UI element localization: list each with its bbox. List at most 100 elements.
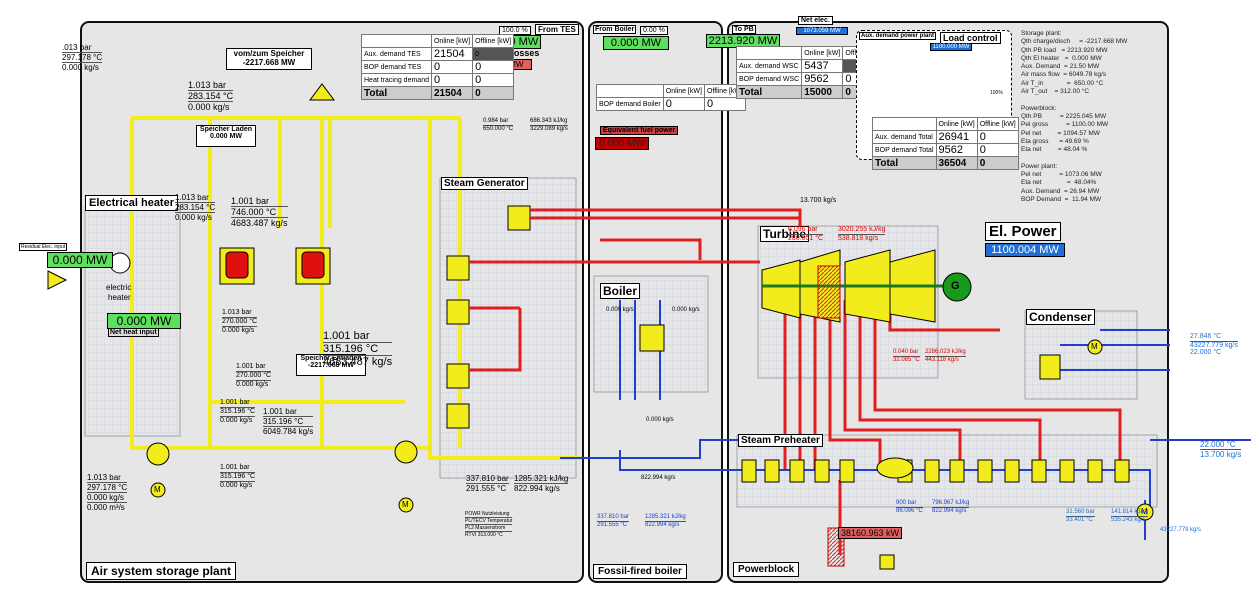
water-lines bbox=[560, 300, 1251, 540]
state-line: 4683.487 kg/s bbox=[231, 218, 288, 228]
summary-storage-line: Qth charge/disch = -2217.668 MW bbox=[1021, 38, 1128, 46]
state-label-pb-flow: 13.700 kg/s bbox=[800, 197, 836, 205]
electrical-heater-title: Electrical heater bbox=[85, 195, 178, 211]
summary-plant-title: Power plant: bbox=[1021, 162, 1058, 170]
summary-spacer bbox=[1021, 96, 1161, 104]
state-line: 0.000 kg/s bbox=[646, 417, 674, 423]
from-boiler-label: From Boiler bbox=[593, 25, 637, 34]
summary-spacer bbox=[1021, 154, 1161, 162]
state-line: 283.154 °C bbox=[175, 203, 216, 213]
state-line: 1.001 bar bbox=[220, 399, 256, 408]
equivalent-fuel-value: 0.000 MW bbox=[595, 137, 649, 150]
boiler-panel-title: Fossil-fired boiler bbox=[593, 564, 687, 579]
feed-heat-value: 38160.963 kW bbox=[838, 527, 902, 539]
summary-powerblock-line: Pel gross = 1100.00 MW bbox=[1021, 121, 1109, 129]
state-line: 43227.779 kg/s bbox=[1190, 342, 1238, 349]
aux-wsc-r0-label: Aux. demand WSC bbox=[735, 59, 803, 73]
feed-heater-box bbox=[879, 554, 895, 570]
state-line: 0.000 kg/s bbox=[220, 417, 253, 424]
aux-wsc-r0-on: 5437 bbox=[801, 59, 844, 73]
state-line: 337.810 bar bbox=[597, 514, 630, 522]
summary-text: Storage plant:Qth charge/disch = -2217.6… bbox=[1021, 30, 1161, 204]
state-line: 291.555 °C bbox=[597, 522, 628, 528]
state-line: 0.000 kg/s bbox=[672, 307, 700, 313]
summary-storage-line: Air mass flow = 6049.78 kg/s bbox=[1021, 71, 1107, 79]
storage-tank-1 bbox=[219, 247, 255, 285]
boiler-drum bbox=[639, 324, 665, 352]
summary-powerblock-line: Pel net = 1094.57 MW bbox=[1021, 129, 1100, 137]
state-line: 1.001 bar bbox=[231, 196, 288, 207]
from-tes-pct: 100.0 % bbox=[499, 26, 531, 35]
state-line: 86.096 °C bbox=[896, 508, 923, 514]
turbine-title: Turbine bbox=[760, 226, 810, 242]
state-label-bl-flow3: 0.000 kg/s bbox=[646, 417, 674, 424]
load-control-value: 1100.000 MW bbox=[930, 43, 972, 51]
steam-generator-exchangers bbox=[446, 205, 531, 429]
motor-letter-2: M bbox=[402, 500, 409, 509]
state-line: 0.000 kg/s bbox=[62, 63, 99, 72]
state-line: 6.096 bar bbox=[788, 226, 824, 235]
blower-1 bbox=[146, 442, 170, 466]
summary-storage-line: Qth PB load = 2213.920 MW bbox=[1021, 46, 1108, 54]
state-label-bl-fw: 822.994 kg/s bbox=[641, 475, 675, 482]
state-line: POWR Nutzleistung bbox=[465, 511, 513, 518]
aux-pp-r1-on: 9562 bbox=[935, 143, 978, 157]
aux-pp-r1-off: 0 bbox=[976, 143, 1019, 157]
state-line: RTVI 313.000 °C bbox=[465, 532, 503, 538]
state-line: 270.000 °C bbox=[236, 372, 272, 381]
state-line: 1.001 bar bbox=[263, 407, 314, 417]
state-line: 1.013 bar bbox=[188, 80, 234, 91]
aux-pp-total-on: 36504 bbox=[935, 156, 978, 170]
speicher-entladen-value: -2217.668 MW bbox=[308, 362, 354, 369]
from-tes-label: From TES bbox=[535, 24, 579, 35]
generator-letter: G bbox=[951, 280, 960, 292]
aux-tes-r1-off: 0 bbox=[472, 60, 515, 74]
motor-1 bbox=[150, 482, 166, 498]
aux-pp-r1-label: BOP demand Total bbox=[872, 143, 937, 157]
motor-letter-1: M bbox=[154, 485, 161, 494]
aux-boiler-r0-off: 0 bbox=[703, 97, 746, 111]
summary-plant-line: BOP Demand = 11.94 MW bbox=[1021, 195, 1102, 203]
state-line: 1285.321 kJ/kg bbox=[645, 514, 686, 522]
aux-pp-table: Online [kW]Offline [kW] Aux. demand Tota… bbox=[872, 117, 1019, 170]
condenser-symbol bbox=[1039, 354, 1061, 380]
aux-tes-r0-label: Aux. demand TES bbox=[361, 47, 432, 61]
state-line: 822.994 kg/s bbox=[514, 484, 560, 493]
residual-elec-triangle bbox=[47, 270, 68, 290]
aux-tes-r2-off: 0 bbox=[472, 73, 515, 87]
state-line: 1.001 bar bbox=[236, 363, 272, 372]
vom-zum-speicher-label: vom/zum Speicher bbox=[233, 49, 305, 58]
motor-2 bbox=[398, 497, 414, 513]
state-line: 2286.023 kJ/kg bbox=[925, 349, 966, 357]
summary-storage-line: Air T_out = 312.00 °C bbox=[1021, 88, 1090, 96]
state-line: 900 bar bbox=[896, 500, 923, 508]
storage-panel-title: Air system storage plant bbox=[86, 562, 237, 580]
aux-wsc-total-label: Total bbox=[735, 85, 803, 99]
blower-2 bbox=[394, 440, 418, 464]
aux-tes-r1-label: BOP demand TES bbox=[361, 60, 432, 74]
residual-elec-label: Residual Elec. input bbox=[19, 243, 68, 251]
state-line: 22.000 °C bbox=[1190, 349, 1222, 356]
state-line: 0.000 kg/s bbox=[222, 327, 255, 334]
vom-zum-speicher-box: vom/zum Speicher -2217.668 MW bbox=[226, 48, 312, 70]
electric-heater-symbol bbox=[109, 252, 131, 274]
aux-tes-h2: Offline [kW] bbox=[472, 34, 515, 48]
turbine-hatch bbox=[817, 265, 841, 319]
state-line: 297.178 °C bbox=[62, 53, 103, 63]
aux-tes-total-off: 0 bbox=[472, 86, 515, 100]
net-heat-label: Net heat input bbox=[108, 328, 159, 337]
state-line: 746.000 °C bbox=[231, 207, 288, 218]
aux-tes-total-on: 21504 bbox=[430, 86, 474, 100]
